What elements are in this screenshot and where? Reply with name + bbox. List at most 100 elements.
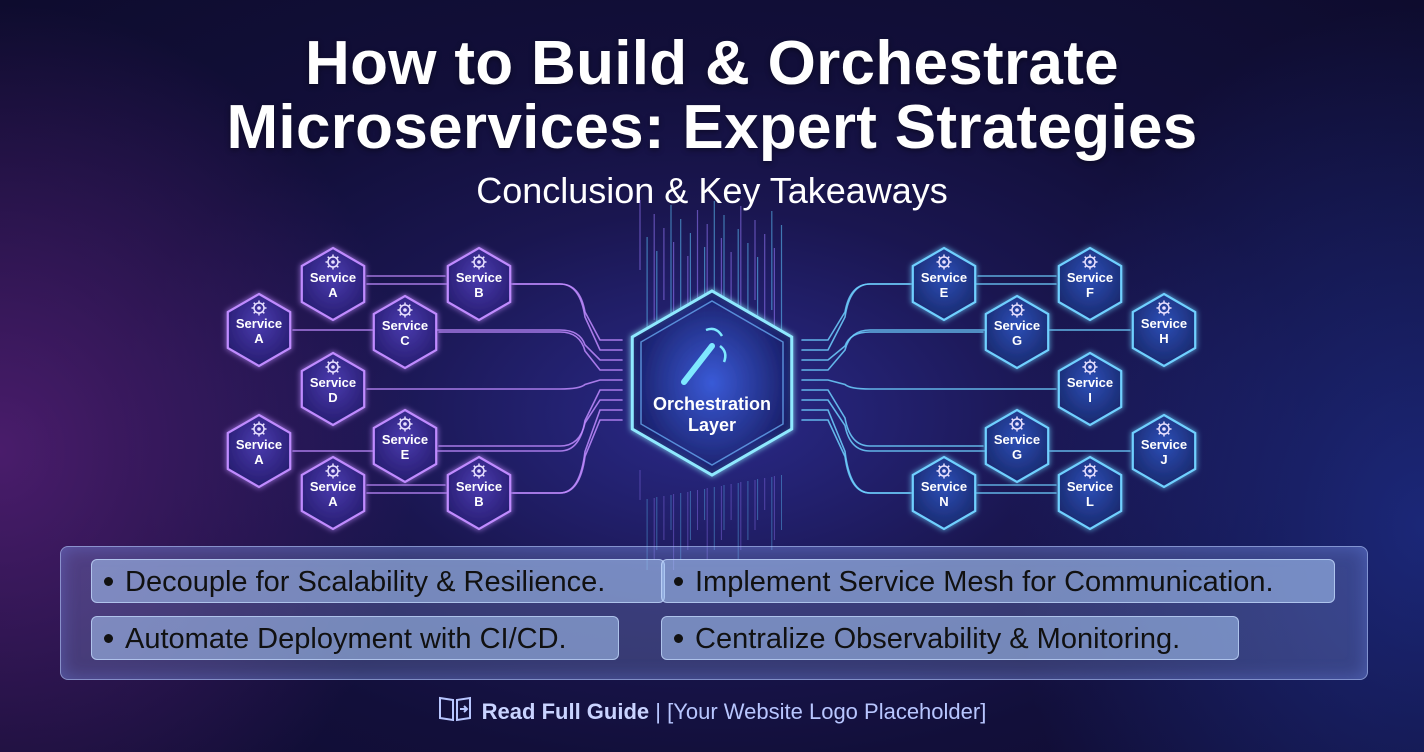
footer: Read Full Guide | [Your Website Logo Pla… — [0, 696, 1424, 728]
hub-label-line1: Orchestration — [653, 394, 771, 414]
gear-icon — [325, 254, 341, 270]
gear-icon — [325, 463, 341, 479]
node-label-line2: F — [1086, 285, 1094, 300]
gear-icon — [397, 416, 413, 432]
node-label-line1: Service — [382, 432, 428, 447]
node-label-line1: Service — [1141, 316, 1187, 331]
node-label-line2: L — [1086, 494, 1094, 509]
takeaway-text: Implement Service Mesh for Communication… — [695, 566, 1274, 598]
node-label-line1: Service — [1067, 375, 1113, 390]
gear-icon — [1082, 463, 1098, 479]
node-label-line2: B — [474, 285, 483, 300]
node-label-line2: G — [1012, 447, 1022, 462]
node-label-line2: A — [328, 285, 338, 300]
node-label-line1: Service — [1141, 437, 1187, 452]
page-title-line2: Microservices: Expert Strategies — [226, 93, 1198, 162]
gear-icon — [1082, 254, 1098, 270]
gear-icon — [1082, 359, 1098, 375]
bullet-icon — [674, 576, 683, 586]
gear-icon — [1009, 302, 1025, 318]
takeaway-text: Decouple for Scalability & Resilience. — [125, 566, 606, 598]
page-title-line1: How to Build & Orchestrate — [305, 29, 1119, 98]
gear-icon — [251, 421, 267, 437]
node-label-line1: Service — [1067, 270, 1113, 285]
data-streaks — [639, 200, 783, 570]
bullet-icon — [674, 633, 683, 643]
footer-separator: | — [655, 698, 661, 724]
gear-icon — [325, 359, 341, 375]
node-label-line1: Service — [921, 479, 967, 494]
node-label-line1: Service — [921, 270, 967, 285]
gear-icon — [1156, 300, 1172, 316]
node-label-line1: Service — [382, 318, 428, 333]
bullet-icon — [104, 576, 113, 586]
gear-icon — [251, 300, 267, 316]
node-label-line2: A — [328, 494, 338, 509]
node-label-line2: D — [328, 390, 337, 405]
node-label-line2: C — [400, 333, 410, 348]
orchestration-hub: Orchestration Layer — [630, 289, 794, 477]
node-label-line1: Service — [310, 375, 356, 390]
logo-placeholder: [Your Website Logo Placeholder] — [667, 698, 987, 724]
node-label-line1: Service — [994, 432, 1040, 447]
gear-icon — [936, 254, 952, 270]
node-label-line1: Service — [310, 270, 356, 285]
hub-label-line2: Layer — [688, 415, 736, 435]
node-label-line2: A — [254, 331, 264, 346]
book-icon — [438, 694, 472, 728]
read-full-guide-link[interactable]: Read Full Guide — [481, 698, 650, 724]
node-label-line1: Service — [310, 479, 356, 494]
takeaway-item: Centralize Observability & Monitoring. — [661, 616, 1239, 660]
takeaway-item: Decouple for Scalability & Resilience. — [91, 559, 665, 603]
bullet-icon — [104, 633, 113, 643]
node-label-line2: G — [1012, 333, 1022, 348]
node-label-line1: Service — [456, 270, 502, 285]
gear-icon — [471, 254, 487, 270]
takeaway-item: Implement Service Mesh for Communication… — [661, 559, 1335, 603]
node-label-line2: N — [939, 494, 948, 509]
page-subtitle: Conclusion & Key Takeaways — [476, 170, 948, 211]
gear-icon — [1009, 416, 1025, 432]
node-label-line2: I — [1088, 390, 1092, 405]
gear-icon — [1156, 421, 1172, 437]
takeaway-text: Automate Deployment with CI/CD. — [125, 623, 567, 655]
node-label-line2: H — [1159, 331, 1168, 346]
node-label-line1: Service — [236, 437, 282, 452]
node-label-line2: J — [1160, 452, 1167, 467]
gear-icon — [936, 463, 952, 479]
magic-wand-icon — [681, 327, 727, 385]
node-label-line2: B — [474, 494, 483, 509]
takeaway-text: Centralize Observability & Monitoring. — [695, 623, 1181, 655]
node-label-line2: A — [254, 452, 264, 467]
takeaways-panel: Decouple for Scalability & Resilience. I… — [60, 546, 1368, 680]
node-label-line1: Service — [456, 479, 502, 494]
connector-lines — [292, 275, 1131, 494]
takeaway-item: Automate Deployment with CI/CD. — [91, 616, 619, 660]
node-label-line2: E — [401, 447, 410, 462]
node-label-line2: E — [940, 285, 949, 300]
node-label-line1: Service — [994, 318, 1040, 333]
gear-icon — [471, 463, 487, 479]
node-label-line1: Service — [1067, 479, 1113, 494]
node-label-line1: Service — [236, 316, 282, 331]
gear-icon — [397, 302, 413, 318]
